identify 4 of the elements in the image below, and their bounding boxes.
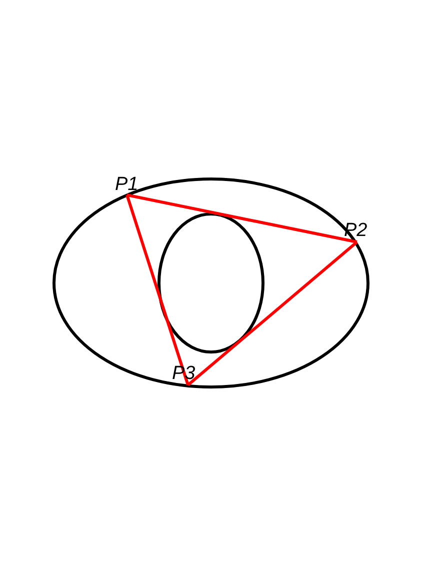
triangle-side (126, 194, 190, 386)
triangle-side (187, 240, 358, 386)
triangle-side (126, 194, 358, 244)
point-label: P1 (115, 176, 138, 194)
